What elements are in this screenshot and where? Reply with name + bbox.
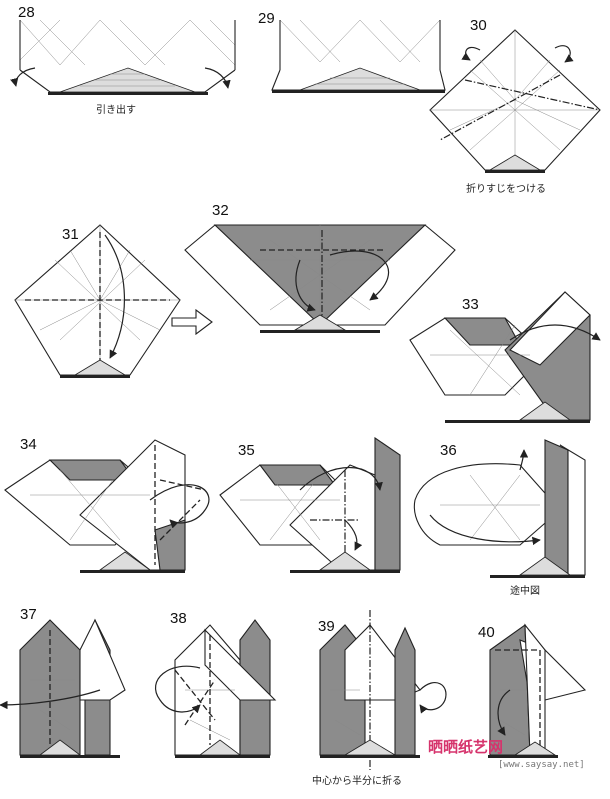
watermark-url: [www.saysay.net] <box>498 760 585 770</box>
next-step-arrow-icon <box>171 308 213 336</box>
step-number-33: 33 <box>462 296 479 313</box>
step-number-32: 32 <box>212 202 229 219</box>
step-number-36: 36 <box>440 442 457 459</box>
step-29-figure <box>271 19 446 93</box>
caption-in-progress: 途中図 <box>510 586 540 597</box>
step-32-figure <box>184 224 456 333</box>
step-38-figure <box>154 619 277 758</box>
watermark-logo-text: 晒晒纸艺网 <box>428 738 504 756</box>
step-33-figure <box>409 291 601 423</box>
step-number-38: 38 <box>170 610 187 627</box>
step-number-29: 29 <box>258 10 275 27</box>
step-number-40: 40 <box>478 624 495 641</box>
step-number-28: 28 <box>18 4 35 21</box>
step-number-31: 31 <box>62 226 79 243</box>
caption-pull-out: 引き出す <box>96 105 136 116</box>
caption-crease: 折りすじをつける <box>466 184 546 195</box>
step-39-figure <box>319 610 447 770</box>
step-37-figure <box>0 618 126 758</box>
step-number-34: 34 <box>20 436 37 453</box>
step-number-37: 37 <box>20 606 37 623</box>
step-40-figure <box>488 623 587 758</box>
step-34-figure <box>4 439 210 573</box>
step-35-figure <box>219 436 401 573</box>
step-36-figure <box>413 439 586 578</box>
caption-fold-half: 中心から半分に折る <box>312 776 402 787</box>
step-number-35: 35 <box>238 442 255 459</box>
step-28-figure <box>10 19 236 95</box>
step-31-figure <box>14 224 213 378</box>
step-30-figure <box>429 29 601 173</box>
step-number-30: 30 <box>470 17 487 34</box>
step-number-39: 39 <box>318 618 335 635</box>
